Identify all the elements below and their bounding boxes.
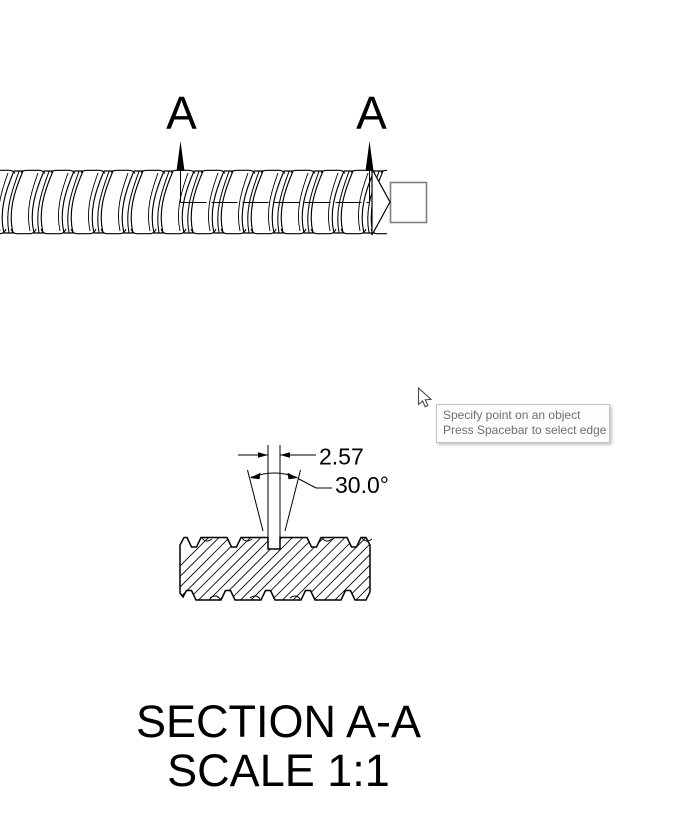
dim-arrow-right-icon: [258, 452, 268, 458]
dim-arrow-left-icon: [280, 452, 290, 458]
thread-runout-end[interactable]: [371, 168, 391, 236]
dim-angle-text[interactable]: 30.0°: [335, 472, 389, 498]
section-arrow-left-icon: [176, 141, 185, 171]
dimension-width[interactable]: 2.57: [238, 444, 364, 550]
section-title[interactable]: SECTION A-A: [136, 696, 421, 747]
angle-leader: [297, 478, 332, 489]
section-arrow-right-icon: [365, 141, 374, 171]
section-outline[interactable]: [179, 536, 371, 601]
angle-line-left: [247, 469, 264, 532]
section-label-a-left[interactable]: A: [166, 87, 197, 139]
section-cut-line[interactable]: [176, 141, 374, 203]
dynamic-input-tooltip: Specify point on an object Press Spaceba…: [436, 404, 610, 443]
angle-line-right: [284, 469, 301, 532]
angle-arrow-left-icon: [250, 472, 261, 480]
tooltip-line-2: Press Spacebar to select edge: [443, 423, 607, 437]
screw-shank[interactable]: [389, 181, 428, 224]
dimension-angle[interactable]: 30.0°: [247, 469, 389, 532]
tooltip-line-1: Specify point on an object: [443, 408, 581, 422]
angle-arrow-right-icon: [287, 472, 298, 480]
section-scale[interactable]: SCALE 1:1: [167, 745, 390, 796]
section-label-a-right[interactable]: A: [356, 87, 387, 139]
arrow-pointer-icon: [417, 387, 433, 408]
section-view[interactable]: [140, 534, 454, 606]
thread-slivers: [201, 537, 373, 600]
dim-width-text[interactable]: 2.57: [319, 444, 364, 470]
